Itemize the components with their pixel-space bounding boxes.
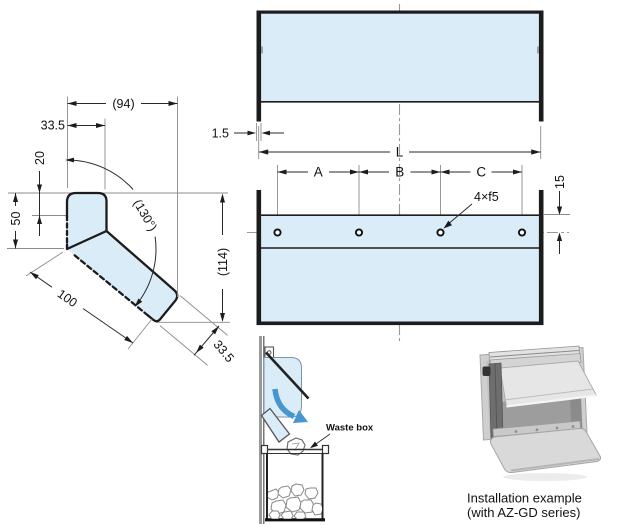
paper-ball bbox=[286, 437, 306, 456]
drop-arrow bbox=[272, 388, 296, 420]
rim-lug-right bbox=[321, 444, 330, 455]
arrowhead bbox=[310, 441, 318, 449]
dim-overall-width: (94) bbox=[67, 96, 178, 297]
dim-label-bend-angle: (130°) bbox=[130, 197, 159, 234]
mounting-hole-3 bbox=[436, 228, 445, 237]
front-left-flange bbox=[256, 190, 262, 324]
photo-shadow bbox=[503, 473, 587, 481]
left-notch bbox=[261, 46, 263, 54]
dim-label-pitch-b: B bbox=[395, 165, 404, 180]
dim-label-overall-width: (94) bbox=[112, 97, 134, 111]
dim-label-lip-depth: 20 bbox=[33, 151, 47, 165]
photo-caption-line2: (with AZ-GD series) bbox=[467, 505, 580, 520]
front-view-panel bbox=[261, 215, 539, 323]
photo-caption-line1: Installation example bbox=[467, 491, 582, 506]
dim-hole-offset: 15 bbox=[544, 175, 570, 254]
waste-box-label: Waste box bbox=[326, 423, 374, 434]
installation-diagram: Waste box bbox=[259, 336, 374, 524]
dim-thickness: 1.5 bbox=[212, 123, 284, 141]
dim-label-offset: 15 bbox=[553, 175, 567, 189]
top-view-right-flange bbox=[538, 10, 544, 122]
waste-paper-pile bbox=[268, 483, 322, 519]
dim-label-pitch-a: A bbox=[314, 165, 323, 180]
front-right-flange bbox=[538, 190, 544, 324]
mounting-hole-1 bbox=[273, 228, 282, 237]
dim-label-pitch-c: C bbox=[476, 165, 486, 180]
mounting-hole-2 bbox=[354, 228, 364, 237]
arrowhead bbox=[261, 130, 270, 136]
arrowhead bbox=[258, 149, 269, 155]
front-view bbox=[256, 190, 544, 326]
mounting-hole-4 bbox=[517, 228, 527, 237]
side-view bbox=[7, 191, 230, 323]
arrowhead bbox=[531, 149, 541, 155]
product-photo bbox=[479, 345, 602, 481]
top-view-top-edge bbox=[256, 10, 544, 14]
dim-label-holes: 4×f5 bbox=[474, 190, 499, 204]
waste-box bbox=[260, 444, 330, 522]
dim-hole-pitch: A B C bbox=[277, 165, 523, 229]
drop-arrow-head bbox=[293, 410, 308, 423]
front-bottom-edge bbox=[256, 321, 544, 326]
door-flap bbox=[265, 351, 310, 400]
dim-label-upright-height: 50 bbox=[9, 212, 23, 226]
top-view bbox=[256, 10, 544, 122]
dim-lip-depth: 20 bbox=[33, 151, 47, 236]
dim-overall-length: L bbox=[258, 126, 542, 160]
right-notch bbox=[537, 46, 539, 54]
arrowhead bbox=[247, 130, 256, 136]
rim-lug-left bbox=[260, 444, 269, 455]
dim-label-thickness: 1.5 bbox=[212, 127, 229, 141]
dim-upright-height: 50 bbox=[9, 193, 23, 249]
dim-hole-note: 4×f5 bbox=[443, 190, 499, 229]
top-view-left-flange bbox=[256, 10, 262, 122]
dim-label-length: L bbox=[396, 145, 404, 160]
photo-caption: Installation example (with AZ-GD series) bbox=[467, 491, 582, 521]
side-profile-part bbox=[67, 193, 178, 322]
dim-label-chute-length: 100 bbox=[55, 287, 80, 310]
dim-label-chute-end-width: 33.5 bbox=[210, 337, 236, 365]
dim-top-width: 33.5 bbox=[41, 118, 106, 190]
hidden-edge-slope bbox=[73, 254, 151, 318]
photo-hinge-knob bbox=[482, 366, 491, 376]
dim-label-top-width: 33.5 bbox=[41, 119, 65, 133]
dim-label-overall-height: (114) bbox=[216, 248, 230, 276]
chute-piece bbox=[260, 407, 291, 443]
arrowhead bbox=[443, 220, 452, 229]
dim-overall-height: (114) bbox=[216, 193, 230, 322]
top-view-panel bbox=[261, 13, 539, 102]
